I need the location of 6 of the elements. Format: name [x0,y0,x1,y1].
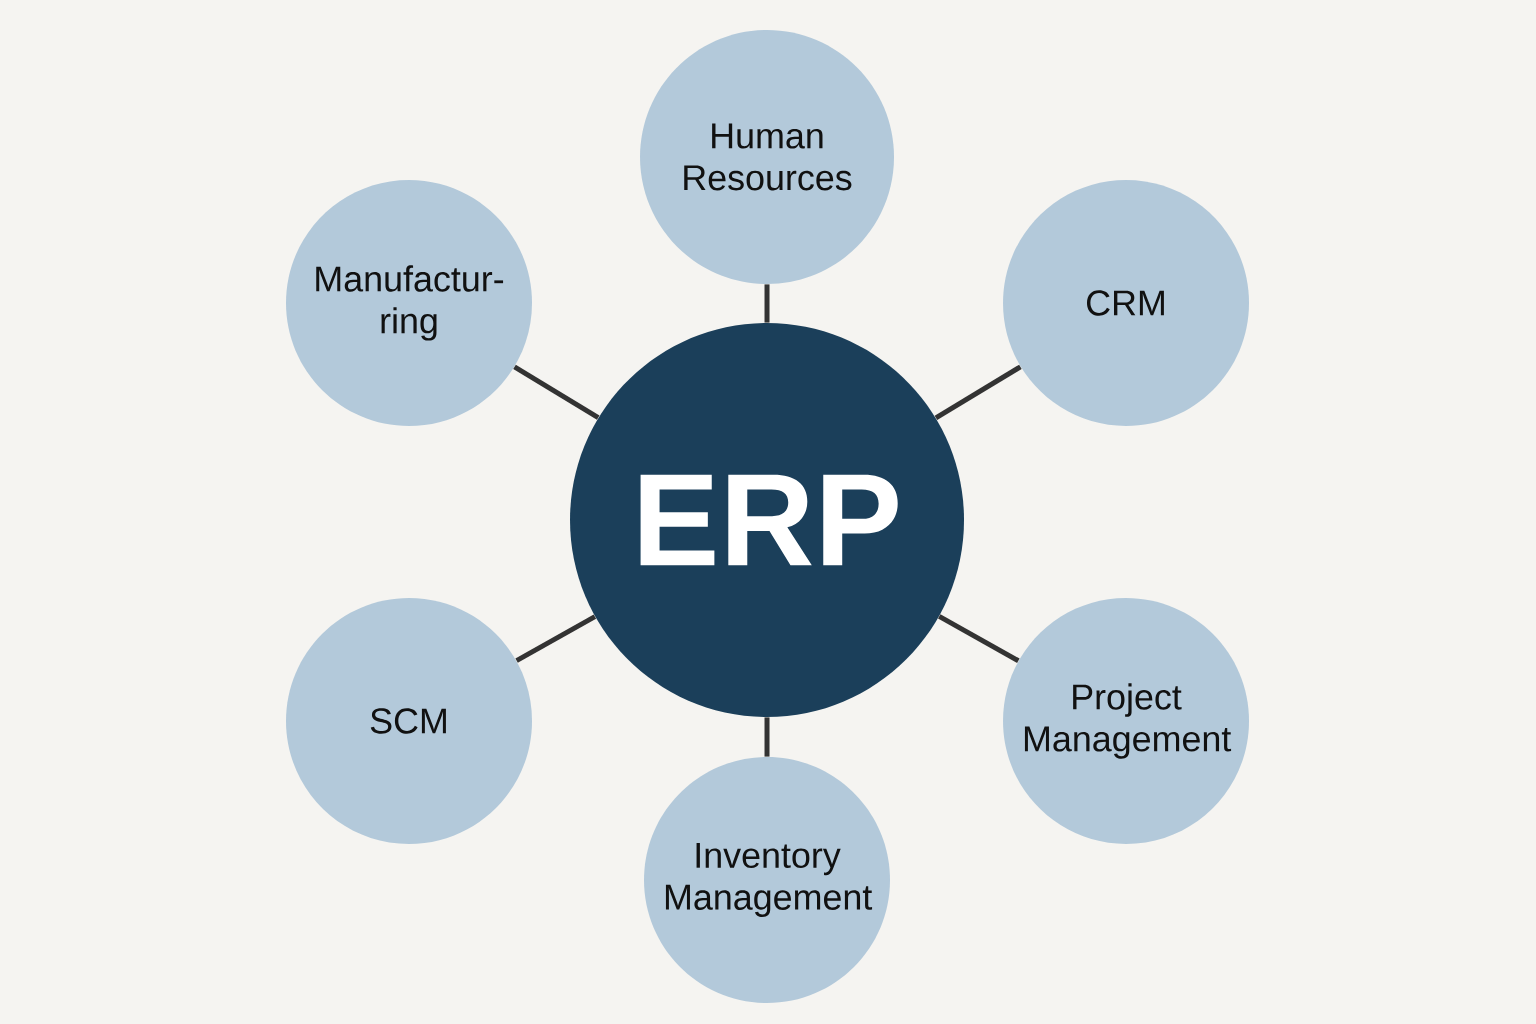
connector-line [764,717,770,757]
connector-line [515,614,597,663]
connector-line [513,364,600,420]
connector-line [934,364,1022,421]
connector-line [764,284,770,323]
connector-line [938,614,1020,663]
